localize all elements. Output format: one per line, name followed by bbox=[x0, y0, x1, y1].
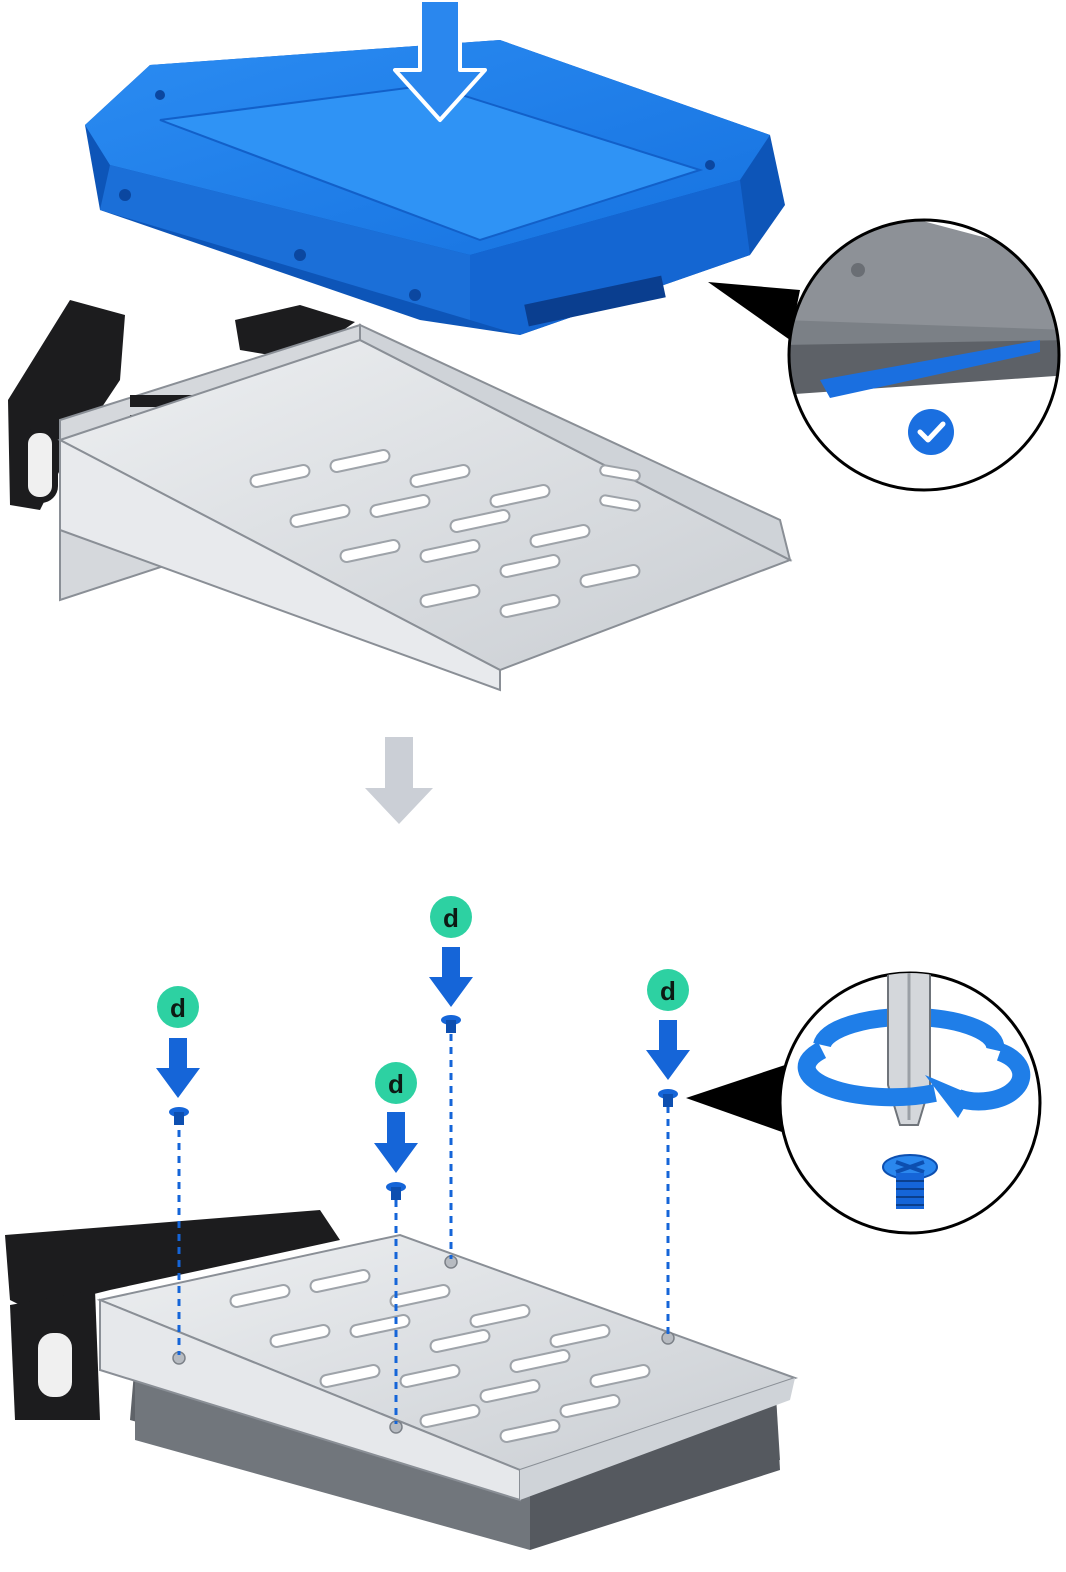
drive-tray-empty bbox=[8, 300, 793, 692]
screw-badge-label: d bbox=[170, 993, 186, 1023]
screw-group-1: d bbox=[156, 986, 200, 1125]
screwdriver-zoom-callout bbox=[686, 971, 1042, 1235]
screw-badge bbox=[375, 1062, 417, 1104]
screw-badge-label: d bbox=[388, 1069, 404, 1099]
screw-guide-lines bbox=[177, 1034, 670, 1424]
screw-group-2: d bbox=[374, 1062, 418, 1200]
screw-group-3: d bbox=[429, 896, 473, 1033]
screw-icon bbox=[658, 1089, 678, 1107]
screw-group-4: d bbox=[646, 969, 690, 1107]
down-arrow-outline-icon bbox=[393, 0, 487, 122]
down-arrow-icon bbox=[429, 947, 473, 1007]
screw-icon bbox=[169, 1107, 189, 1125]
screw-badge-label: d bbox=[660, 976, 676, 1006]
down-arrow-icon bbox=[646, 1020, 690, 1080]
screw-icon bbox=[386, 1182, 406, 1200]
down-arrow-icon bbox=[365, 737, 433, 824]
down-arrow-icon bbox=[374, 1112, 418, 1173]
drive-tray-assembled bbox=[5, 1210, 799, 1550]
checkmark-circle-icon bbox=[908, 409, 954, 455]
hard-drive-blue bbox=[85, 40, 785, 335]
down-arrow-icon bbox=[156, 1038, 200, 1098]
connector-zoom-callout bbox=[708, 218, 1061, 492]
screw-icon bbox=[441, 1015, 461, 1033]
screwdriver-rotate-icon bbox=[797, 973, 1031, 1126]
screw-badge-label: d bbox=[443, 903, 459, 933]
step-2-secure-screws: d d d bbox=[5, 896, 1042, 1550]
step-1-insert-drive bbox=[8, 0, 1061, 692]
screw-badge bbox=[157, 986, 199, 1028]
screw-icon bbox=[882, 1154, 938, 1209]
screw-badge bbox=[430, 896, 472, 938]
screw-badge bbox=[647, 969, 689, 1011]
